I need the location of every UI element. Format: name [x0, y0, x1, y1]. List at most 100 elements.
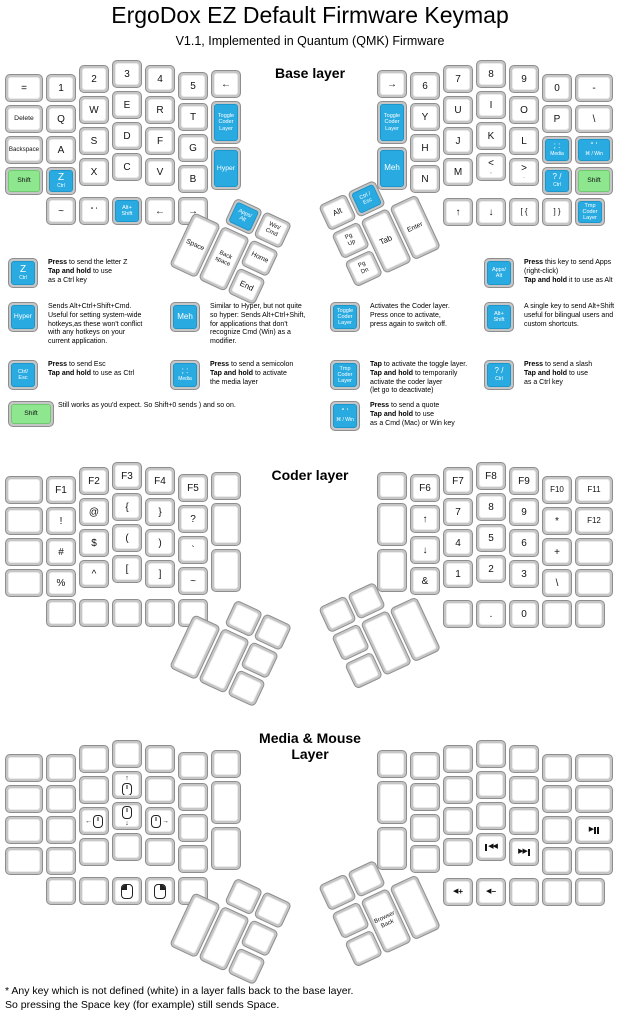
key-media-left-r1c0 — [5, 785, 43, 813]
legend-key-7: ; :Media — [170, 360, 200, 390]
key-media-left-r1c4 — [145, 776, 175, 804]
key-coder-right-tall2 — [377, 549, 407, 592]
key-base-left-r0c3: 3 — [112, 60, 142, 88]
key-base-right-r0c3: 8 — [476, 60, 506, 88]
key-base-right-r0c0: → — [377, 70, 407, 98]
key-coder-left-r1c4: } — [145, 498, 175, 526]
footnote: * Any key which is not defined (white) i… — [5, 985, 354, 1012]
key-media-right-r2c4 — [509, 807, 539, 835]
key-coder-right-r1c2: 7 — [443, 498, 473, 526]
key-base-left-r2c5: G — [178, 134, 208, 162]
key-coder-left-r3c2: ^ — [79, 560, 109, 588]
key-coder-left-r0c5: F5 — [178, 474, 208, 502]
key-media-left-r0c1 — [46, 754, 76, 782]
key-base-right-r0c1: 6 — [410, 72, 440, 100]
mouse-left-icon: ← — [85, 814, 103, 828]
key-media-left-b2 — [112, 877, 142, 905]
key-coder-left-b1 — [79, 599, 109, 627]
layer-title-media: Media & Mouse Layer — [259, 730, 361, 763]
mouse-down-icon: ↓ — [122, 806, 132, 826]
key-base-right-r2c1: H — [410, 134, 440, 162]
key-base-right-r1c1: Y — [410, 103, 440, 131]
key-media-left-r0c4 — [145, 745, 175, 773]
key-base-right-r3c3: <, — [476, 153, 506, 181]
key-base-right-b2: [ { — [509, 198, 539, 226]
key-coder-left-r3c5: ~ — [178, 567, 208, 595]
key-coder-left-r0c2: F2 — [79, 467, 109, 495]
key-media-left-r2c4: → — [145, 807, 175, 835]
key-base-left-r2c2: S — [79, 127, 109, 155]
key-media-right-r1c6 — [575, 785, 613, 813]
key-coder-right-r3c4: 3 — [509, 560, 539, 588]
key-coder-right-r0c2: F7 — [443, 467, 473, 495]
key-media-left-tall1 — [211, 781, 241, 824]
key-base-left-r1c2: W — [79, 96, 109, 124]
legend-key-9: ? /Ctrl — [484, 360, 514, 390]
key-media-right-r1c1 — [410, 783, 440, 811]
key-coder-right-b3 — [542, 600, 572, 628]
key-coder-right-b1: . — [476, 600, 506, 628]
key-coder-left-r2c5: ` — [178, 536, 208, 564]
key-base-right-r2c5: ; :Media — [542, 136, 572, 164]
key-coder-left-r2c3: ( — [112, 524, 142, 552]
key-media-left-tall2 — [211, 827, 241, 870]
key-coder-right-r0c5: F10 — [542, 476, 572, 504]
key-base-left-r1c1: Q — [46, 105, 76, 133]
key-coder-right-r3c5: \ — [542, 569, 572, 597]
key-base-right-b0: ↑ — [443, 198, 473, 226]
key-media-left-r0c3 — [112, 740, 142, 768]
key-base-left-r3c4: V — [145, 158, 175, 186]
key-coder-left-r3c0 — [5, 569, 43, 597]
key-coder-right-r3c1: & — [410, 567, 440, 595]
key-base-left-b1: “ ‘ — [79, 197, 109, 225]
key-coder-right-tall1 — [377, 503, 407, 546]
next-track-icon: ▶▶ — [518, 848, 530, 856]
key-base-right-r2c6: “ ‘⌘ / Win — [575, 136, 613, 164]
key-base-right-r0c2: 7 — [443, 65, 473, 93]
key-media-left-r3c4 — [145, 838, 175, 866]
key-media-left-r1c1 — [46, 785, 76, 813]
key-media-left-r2c0 — [5, 816, 43, 844]
key-coder-right-r0c4: F9 — [509, 467, 539, 495]
key-coder-left-r3c1: % — [46, 569, 76, 597]
key-media-left-r2c2: ← — [79, 807, 109, 835]
key-base-left-r1c5: T — [178, 103, 208, 131]
key-media-right-r1c4 — [509, 776, 539, 804]
key-coder-right-r1c1: ↑ — [410, 505, 440, 533]
key-media-left-r2c3: ↓ — [112, 802, 142, 830]
mouse-right-icon: → — [151, 814, 169, 828]
key-coder-right-r2c5: + — [542, 538, 572, 566]
key-coder-left-tall1 — [211, 503, 241, 546]
key-media-left-r3c0 — [5, 847, 43, 875]
key-base-right-r1c6: \ — [575, 105, 613, 133]
key-media-right-b0: ◀+ — [443, 878, 473, 906]
key-media-left-r3c2 — [79, 838, 109, 866]
key-coder-right-r1c5: * — [542, 507, 572, 535]
play-pause-icon: ▶ — [589, 826, 600, 834]
key-media-right-r0c3 — [476, 740, 506, 768]
key-coder-left-r2c1: # — [46, 538, 76, 566]
key-coder-left-r0c0 — [5, 476, 43, 504]
key-coder-right-r2c2: 4 — [443, 529, 473, 557]
key-base-right-r2c4: L — [509, 127, 539, 155]
key-media-left-r3c1 — [46, 847, 76, 875]
key-coder-left-b0 — [46, 599, 76, 627]
key-media-right-r0c2 — [443, 745, 473, 773]
key-coder-right-r0c1: F6 — [410, 474, 440, 502]
key-base-left-b2: Alt+Shift — [112, 197, 142, 225]
key-base-left-r2c4: F — [145, 127, 175, 155]
key-coder-left-b3 — [145, 599, 175, 627]
key-media-right-tall1 — [377, 781, 407, 824]
key-coder-left-r0c3: F3 — [112, 462, 142, 490]
key-base-right-r3c5: ? /Ctrl — [542, 167, 572, 195]
key-coder-right-b2: 0 — [509, 600, 539, 628]
key-base-right-r3c4: >. — [509, 158, 539, 186]
key-media-right-r1c5 — [542, 785, 572, 813]
key-base-left-r3c2: X — [79, 158, 109, 186]
